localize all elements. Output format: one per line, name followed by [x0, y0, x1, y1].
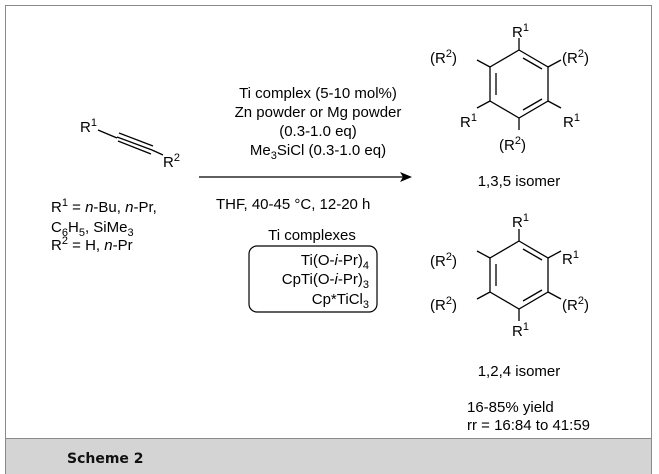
- yield-range: 16-85% yield: [467, 399, 554, 416]
- bond-135-upper-left: [476, 59, 491, 68]
- sub-135-lower-right: R1: [563, 112, 580, 131]
- sub-135-upper-left: (R2): [430, 48, 457, 67]
- regioisomer-ratio: rr = 16:84 to 41:59: [467, 417, 590, 434]
- alkyne-triple-1: [116, 136, 153, 151]
- bond-124-lower-right: [547, 291, 562, 300]
- bond-135-upper-right: [547, 59, 562, 68]
- ring-135-double-2: [522, 98, 543, 111]
- ti-complexes-box: Ti complexes Ti(O-i-Pr)4 CpTi(O-i-Pr)3 C…: [248, 227, 378, 313]
- bond-124-upper-right: [547, 250, 562, 259]
- definition-r1: R1 = n-Bu, n-Pr,: [51, 197, 157, 216]
- label-124-isomer: 1,2,4 isomer: [478, 363, 561, 380]
- caption-bar: [5, 439, 652, 474]
- alkyne-triple-3: [118, 132, 154, 147]
- condition-reductant: Zn powder or Mg powder: [235, 104, 402, 121]
- sub-124-upper-left: (R2): [430, 251, 457, 270]
- alkyne-triple-2: [117, 140, 152, 155]
- product-124-isomer: R1 (R2) R1 (R2) (R2) R1 1,2,4 isomer: [430, 212, 589, 380]
- alkyne-r1: R1: [80, 117, 97, 136]
- ti-complex-3: Cp*TiCl3: [312, 291, 369, 311]
- definition-r2: R2 = H, n-Pr: [51, 235, 133, 254]
- condition-solvent-temp-time: THF, 40-45 °C, 12-20 h: [216, 196, 370, 213]
- benzene-ring-124: [489, 240, 549, 310]
- yield-info: 16-85% yield rr = 16:84 to 41:59: [467, 399, 590, 434]
- sub-135-top: R1: [512, 22, 529, 41]
- scheme-frame: [5, 5, 652, 439]
- sub-124-lower-left: (R2): [430, 295, 457, 314]
- sub-135-bottom: (R2): [499, 135, 526, 154]
- bond-124-lower-left: [476, 291, 491, 300]
- alkyne-reactant: R1 R2: [80, 117, 180, 171]
- alkyne-r2: R2: [163, 152, 180, 171]
- ti-complexes-title: Ti complexes: [268, 227, 356, 244]
- definition-r1-cont: C6H5, SiMe3: [51, 219, 134, 239]
- ring-135-double-1: [522, 57, 543, 70]
- sub-124-bottom: R1: [512, 321, 529, 340]
- condition-catalyst: Ti complex (5-10 mol%): [239, 85, 397, 102]
- scheme-caption: Scheme 2: [67, 451, 144, 467]
- condition-reductant-amount: (0.3-1.0 eq): [279, 123, 357, 140]
- alkyne-bond-left: [97, 129, 118, 139]
- sub-135-upper-right: (R2): [562, 48, 589, 67]
- bond-135-lower-left: [476, 100, 491, 109]
- sub-135-lower-left: R1: [460, 112, 477, 131]
- condition-tmscl: Me3SiCl (0.3-1.0 eq): [250, 142, 386, 162]
- ring-124-double-1: [522, 248, 543, 261]
- sub-124-lower-right: (R2): [562, 295, 589, 314]
- ti-complex-1: Ti(O-i-Pr)4: [301, 252, 369, 272]
- label-135-isomer: 1,3,5 isomer: [478, 173, 561, 190]
- substituent-definitions: R1 = n-Bu, n-Pr, C6H5, SiMe3 R2 = H, n-P…: [51, 197, 157, 254]
- bond-124-upper-left: [476, 250, 491, 259]
- sub-124-upper-right: R1: [562, 249, 579, 268]
- alkyne-bond-right: [151, 149, 164, 156]
- benzene-ring-135: [489, 49, 549, 119]
- product-135-isomer: R1 (R2) (R2) R1 R1 (R2) 1,3,5 isomer: [430, 22, 589, 190]
- ti-complexes-border: [248, 245, 378, 313]
- ring-124-double-2: [522, 289, 543, 302]
- reaction-arrowhead: [400, 172, 412, 182]
- ti-complex-2: CpTi(O-i-Pr)3: [282, 271, 369, 291]
- bond-135-lower-right: [547, 100, 562, 109]
- sub-124-top: R1: [512, 212, 529, 231]
- reaction-conditions: Ti complex (5-10 mol%) Zn powder or Mg p…: [199, 85, 412, 213]
